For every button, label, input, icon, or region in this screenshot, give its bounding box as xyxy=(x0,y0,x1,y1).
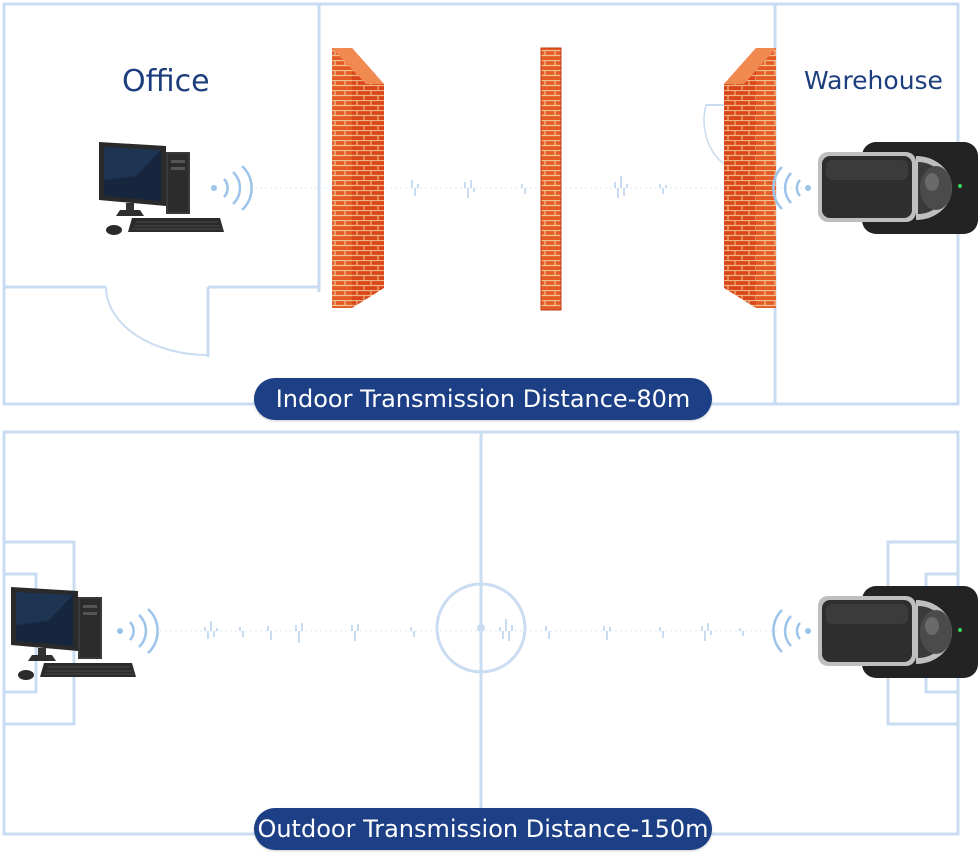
signal-receiver-icon xyxy=(818,142,978,234)
brick-wall-icon xyxy=(332,48,384,308)
wifi-icon xyxy=(772,609,811,653)
wave-pulse-icon xyxy=(411,176,667,198)
indoor-floorplan xyxy=(2,2,978,406)
outdoor-field xyxy=(2,430,978,836)
office-label: Office xyxy=(122,64,210,99)
brick-wall-icon xyxy=(724,48,776,308)
wifi-icon xyxy=(211,165,253,211)
computer-icon xyxy=(11,587,136,680)
indoor-distance-caption: Indoor Transmission Distance-80m xyxy=(254,378,712,420)
brick-wall-icon xyxy=(540,47,562,311)
wifi-icon xyxy=(117,608,159,654)
indoor-panel: Office Warehouse Indoor Transmission Dis… xyxy=(0,0,979,420)
computer-icon xyxy=(99,142,224,235)
warehouse-label: Warehouse xyxy=(804,66,943,95)
outdoor-panel: Outdoor Transmission Distance-150m xyxy=(0,420,979,852)
wifi-icon xyxy=(772,166,811,210)
wave-pulse-icon xyxy=(204,619,744,643)
signal-receiver-icon xyxy=(818,586,978,678)
outdoor-distance-caption: Outdoor Transmission Distance-150m xyxy=(254,808,712,850)
